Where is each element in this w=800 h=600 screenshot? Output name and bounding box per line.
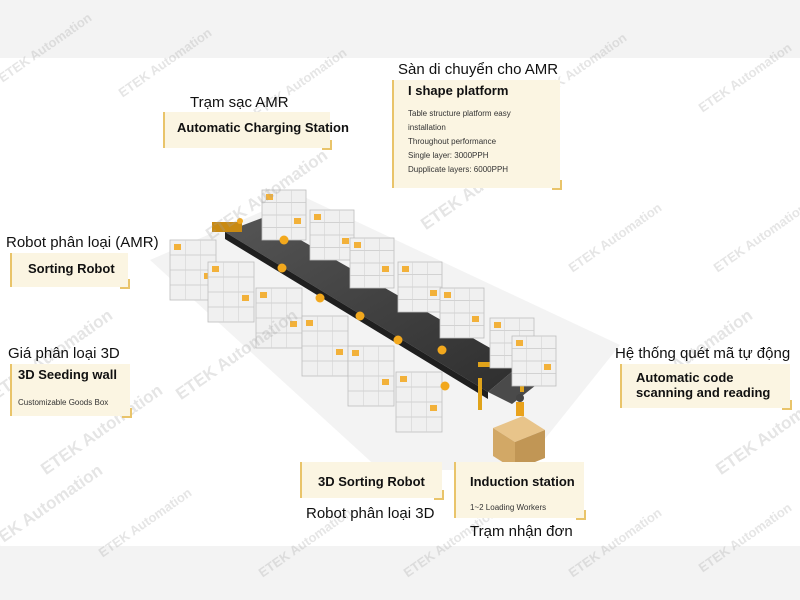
scanning-callout-title-line1: Automatic code [636, 370, 734, 385]
sorting3d-callout-title: 3D Sorting Robot [318, 474, 425, 489]
seeding-wall-vn-label: Giá phân loại 3D [8, 345, 120, 362]
platform-feature: Single layer: 3000PPH [408, 151, 489, 160]
charging-vn-label: Trạm sạc AMR [190, 94, 289, 111]
seeding-wall-callout-title: 3D Seeding wall [18, 367, 117, 382]
scanning-callout: Automatic code scanning and reading [620, 364, 792, 410]
seeding-wall-callout: 3D Seeding wall Customizable Goods Box [10, 364, 132, 418]
shelf-rack [397, 261, 443, 313]
sorting-robot-vn-label: Robot phân loại (AMR) [6, 234, 159, 251]
sorting3d-vn-label: Robot phân loại 3D [306, 505, 435, 522]
shelf-rack [395, 371, 443, 433]
shelf-rack [301, 315, 349, 377]
sorting-robot-callout-title: Sorting Robot [28, 261, 115, 276]
charging-callout: Automatic Charging Station [163, 112, 349, 150]
top-band [0, 0, 800, 58]
platform-features: Table structure platform easy installati… [408, 107, 511, 177]
amr-robot [279, 235, 289, 245]
shelf-rack [261, 189, 307, 241]
scanning-callout-title-line2: scanning and reading [636, 385, 771, 400]
platform-feature: installation [408, 123, 446, 132]
scanning-vn-label: Hệ thống quét mã tự động [615, 345, 791, 362]
amr-robot [315, 293, 325, 303]
worker-body [516, 402, 524, 416]
charging-indicator [237, 218, 243, 224]
charging-callout-title: Automatic Charging Station [177, 120, 349, 135]
shelf-rack [309, 209, 355, 261]
worker-head [516, 394, 524, 402]
shelf-rack [347, 345, 395, 407]
platform-feature: Table structure platform easy [408, 109, 511, 118]
platform-callout: I shape platform Table structure platfor… [392, 80, 562, 190]
platform-vn-label: Sàn di chuyển cho AMR [398, 61, 559, 78]
induction-box [493, 416, 545, 442]
amr-robot [277, 263, 287, 273]
shelf-rack [255, 287, 303, 349]
sorting-robot-callout: Sorting Robot [10, 253, 130, 289]
shelf-rack [349, 237, 395, 289]
amr-robot [355, 311, 365, 321]
amr-robot [440, 381, 450, 391]
induction-callout: Induction station 1~2 Loading Workers [454, 462, 586, 520]
bottom-band [0, 546, 800, 600]
shelf-rack [439, 287, 485, 339]
platform-feature: Dupplicate layers: 6000PPH [408, 165, 509, 174]
scanner-arch-left [478, 378, 482, 410]
shelf-rack [207, 261, 255, 323]
amr-robot [437, 345, 447, 355]
seeding-wall-callout-subtitle: Customizable Goods Box [18, 398, 109, 407]
platform-feature: Throughout performance [408, 137, 497, 146]
sorting3d-callout: 3D Sorting Robot [300, 462, 444, 500]
platform-callout-title: I shape platform [408, 83, 509, 98]
amr-robot [393, 335, 403, 345]
charging-station-unit [212, 222, 242, 232]
shelf-rack [511, 335, 557, 387]
amr-platform [225, 218, 520, 392]
induction-callout-title: Induction station [470, 474, 575, 489]
induction-callout-subtitle: 1~2 Loading Workers [470, 503, 547, 512]
induction-vn-label: Trạm nhận đơn [470, 523, 573, 540]
